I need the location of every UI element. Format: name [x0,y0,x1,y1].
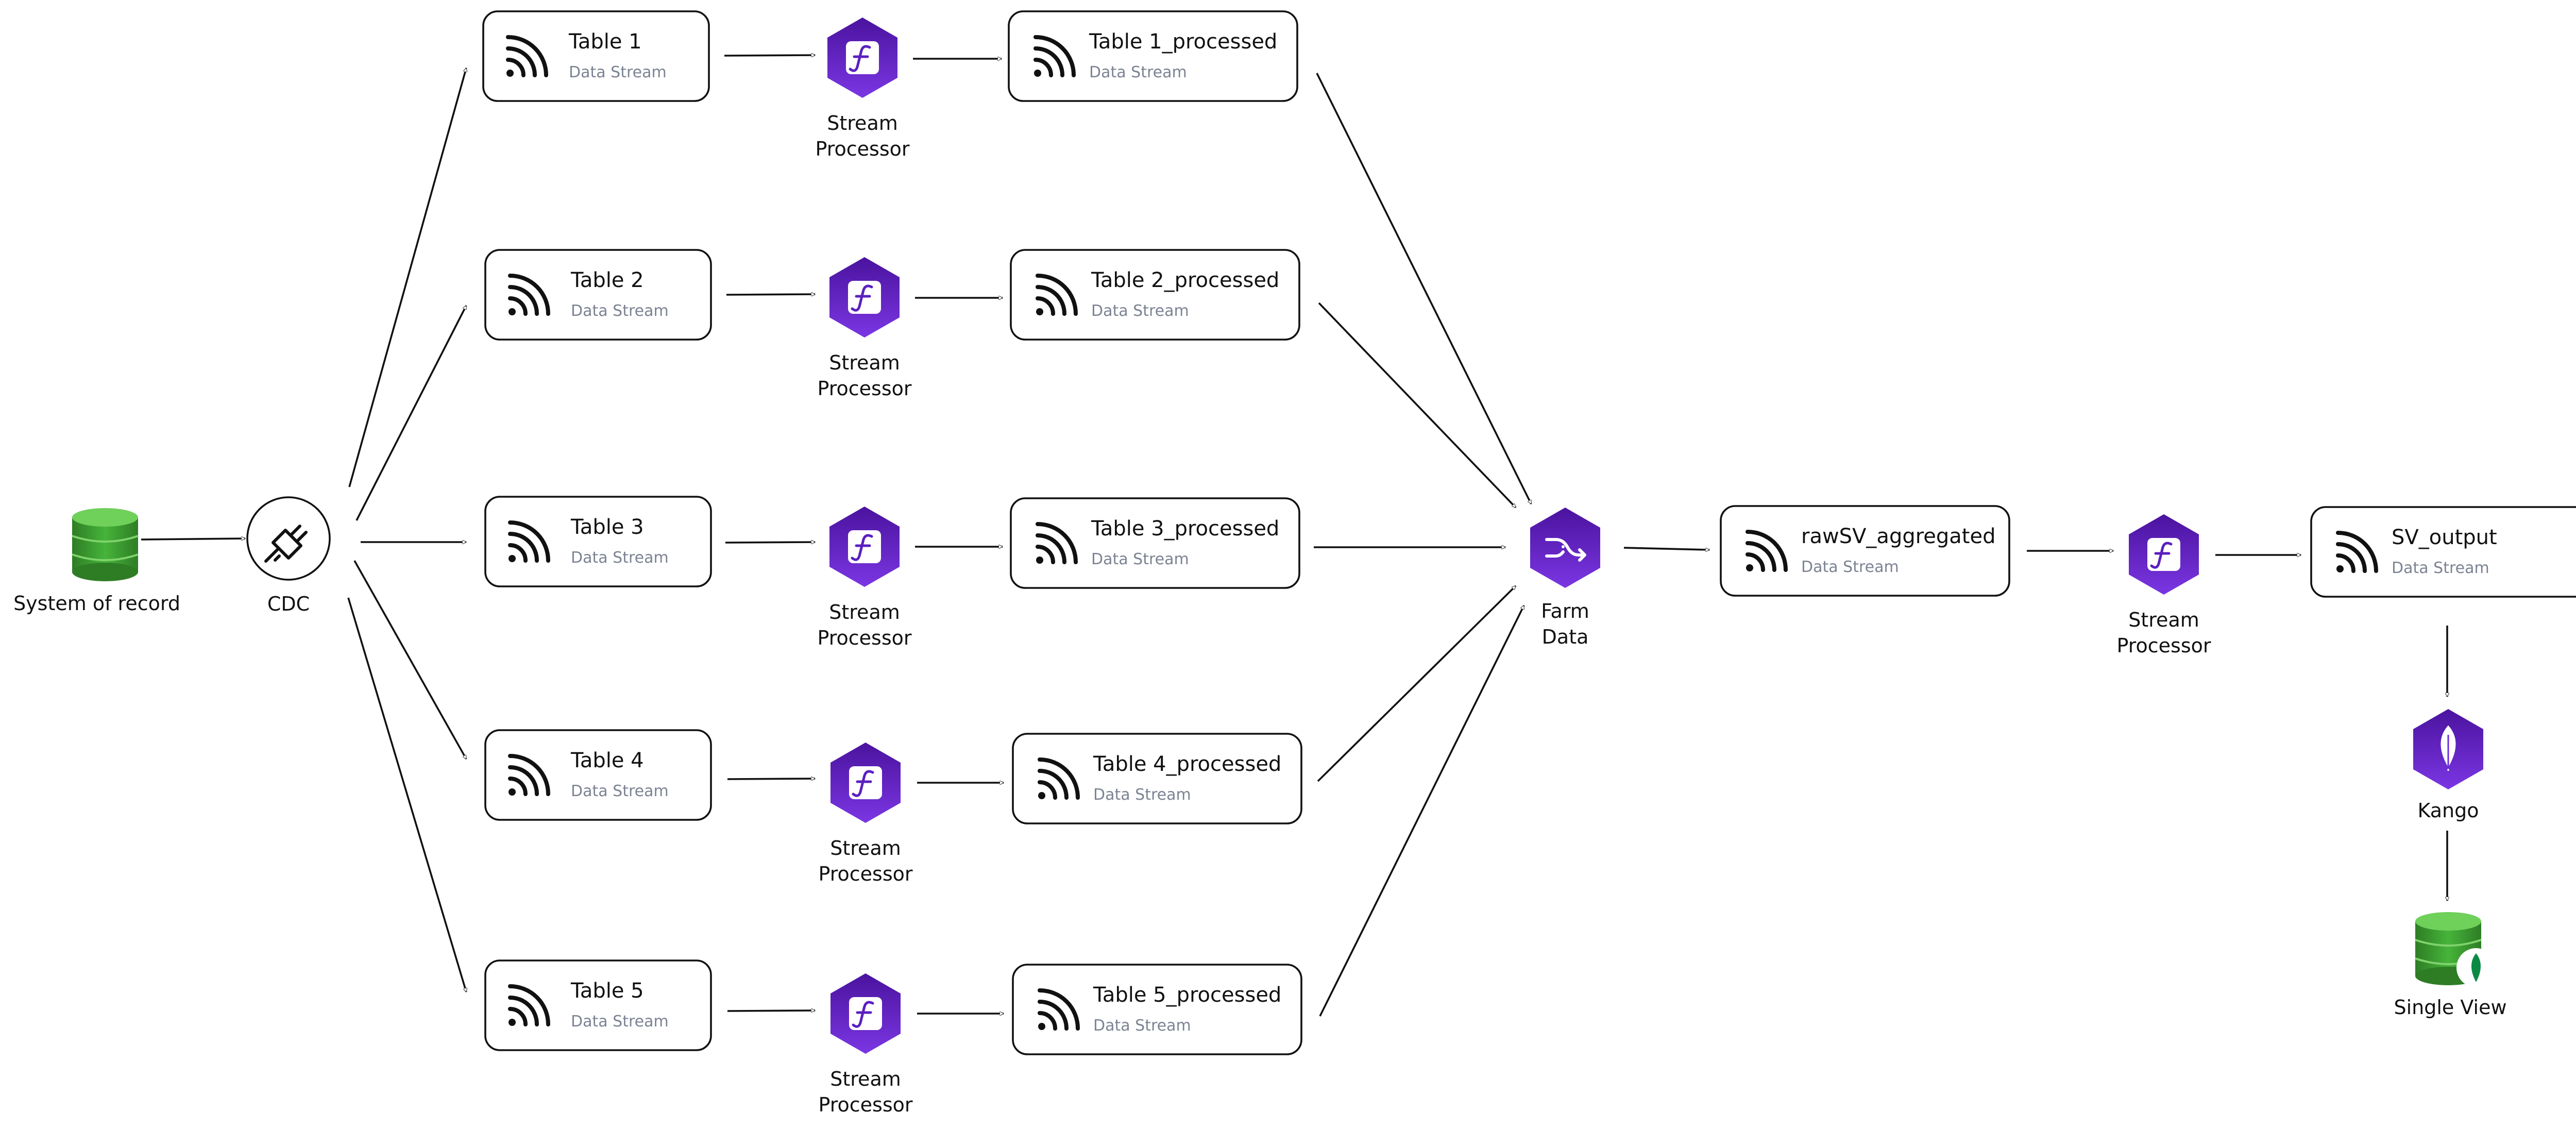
rss-icon [506,35,548,77]
stream-subtitle: Data Stream [2392,559,2489,577]
rss-icon [1033,35,1076,77]
stream-title: SV_output [2392,526,2497,549]
stream-subtitle: Data Stream [571,782,669,800]
stream-title: Table 1 [568,30,642,54]
raw-sv-aggregated-stream[interactable]: rawSV_aggregated Data Stream [1720,505,2010,597]
processor-label-line1: Stream [830,837,901,860]
edge-cdc-table4 [353,560,467,759]
rss-icon [1036,522,1078,564]
database-leaf-icon [2415,912,2496,987]
rss-icon [1038,757,1080,800]
stream-subtitle: Data Stream [1091,302,1189,320]
stream-subtitle: Data Stream [1093,786,1191,804]
edge-processed5-farm [1319,605,1525,1017]
shuffle-icon [1545,538,1586,562]
rss-icon [508,520,550,563]
processor-label-line2: Processor [2116,634,2211,657]
processor-label-line2: Processor [817,377,911,400]
stream-subtitle: Data Stream [569,63,667,81]
stream-title: rawSV_aggregated [1801,525,1995,548]
stream-title: Table 5_processed [1093,983,1281,1007]
cdc-label: CDC [267,593,310,615]
table-5-stream[interactable]: Table 5 Data Stream [484,959,712,1051]
table-1-processed-stream[interactable]: Table 1_processed Data Stream [1008,10,1298,102]
stream-subtitle: Data Stream [1089,63,1187,81]
stream-title: Table 3_processed [1091,517,1279,541]
processor-label-line2: Processor [818,1093,912,1116]
table-2-processed-stream[interactable]: Table 2_processed Data Stream [1010,249,1300,341]
table-5-processed-stream[interactable]: Table 5_processed Data Stream [1012,964,1302,1055]
stream-subtitle: Data Stream [1093,1017,1191,1035]
processor-label-line1: Stream [829,351,900,374]
processor-label-line1: Stream [829,601,900,624]
table-4-processed-stream[interactable]: Table 4_processed Data Stream [1012,733,1302,824]
stream-processor-2[interactable]: Stream Processor [817,257,912,400]
edge-processed4-farm [1317,585,1517,782]
stream-subtitle: Data Stream [1801,558,1899,576]
cdc-node[interactable]: CDC [246,496,331,615]
stream-title: Table 2 [570,268,644,292]
kango-node[interactable]: Kango [2413,709,2483,822]
rss-icon [508,754,550,796]
table-3-processed-stream[interactable]: Table 3_processed Data Stream [1010,497,1300,589]
table-4-stream[interactable]: Table 4 Data Stream [484,729,712,821]
stream-title: Table 2_processed [1091,268,1279,292]
rss-icon [1038,988,1080,1031]
farm-data-label-line1: Farm [1541,600,1589,622]
stream-subtitle: Data Stream [571,549,669,567]
edge-table1-proc1 [724,55,815,56]
rss-icon [2336,531,2378,573]
stream-title: Table 3 [570,515,644,539]
stream-title: Table 5 [570,979,644,1003]
processor-label-line1: Stream [827,112,898,134]
single-view-label: Single View [2394,996,2506,1019]
rss-icon [508,274,550,316]
edge-farm-aggregated [1623,547,1709,550]
edge-cdc-table1 [348,68,466,487]
connectors [141,55,2447,1017]
edge-cdc-table2 [355,306,467,521]
table-2-stream[interactable]: Table 2 Data Stream [484,249,712,341]
stream-processor-1[interactable]: Stream Processor [815,18,910,160]
database-icon [72,508,139,581]
rss-icon [508,984,550,1026]
stream-processor-4[interactable]: Stream Processor [818,743,913,885]
table-1-stream[interactable]: Table 1 Data Stream [482,10,710,102]
farm-data-label-line2: Data [1542,626,1589,648]
system-of-record-node[interactable]: System of record [13,508,180,615]
edge-processed1-farm [1316,73,1532,504]
stream-processor-5[interactable]: Stream Processor [818,973,913,1116]
edge-table2-proc2 [726,294,815,295]
table-3-stream[interactable]: Table 3 Data Stream [484,496,712,587]
processor-label-line2: Processor [815,138,909,160]
stream-subtitle: Data Stream [1091,550,1189,568]
stream-title: Table 1_processed [1089,30,1277,54]
farm-data-node[interactable]: Farm Data [1530,508,1600,648]
stream-processor-3[interactable]: Stream Processor [817,507,912,649]
system-of-record-label: System of record [13,592,180,615]
edge-table5-proc5 [727,1010,815,1011]
stream-subtitle: Data Stream [571,1013,669,1031]
edge-sor-cdc [141,538,245,540]
stream-subtitle: Data Stream [571,302,669,320]
edge-processed2-farm [1318,302,1517,509]
rss-icon [1745,530,1788,572]
kango-label: Kango [2418,799,2479,822]
sv-output-stream[interactable]: SV_output Data Stream [2310,506,2576,598]
processor-label-line1: Stream [2128,609,2199,631]
processor-label-line2: Processor [817,627,911,649]
single-view-node[interactable]: Single View [2394,912,2507,1019]
stream-title: Table 4 [570,749,644,772]
rss-icon [1036,274,1078,316]
processor-label-line2: Processor [818,863,912,885]
stream-title: Table 4_processed [1093,752,1281,776]
plug-icon [264,525,308,563]
stream-processor-6[interactable]: Stream Processor [2116,514,2211,657]
edge-table3-proc3 [725,542,815,543]
processor-label-line1: Stream [830,1068,901,1090]
edge-cdc-table5 [347,597,466,992]
